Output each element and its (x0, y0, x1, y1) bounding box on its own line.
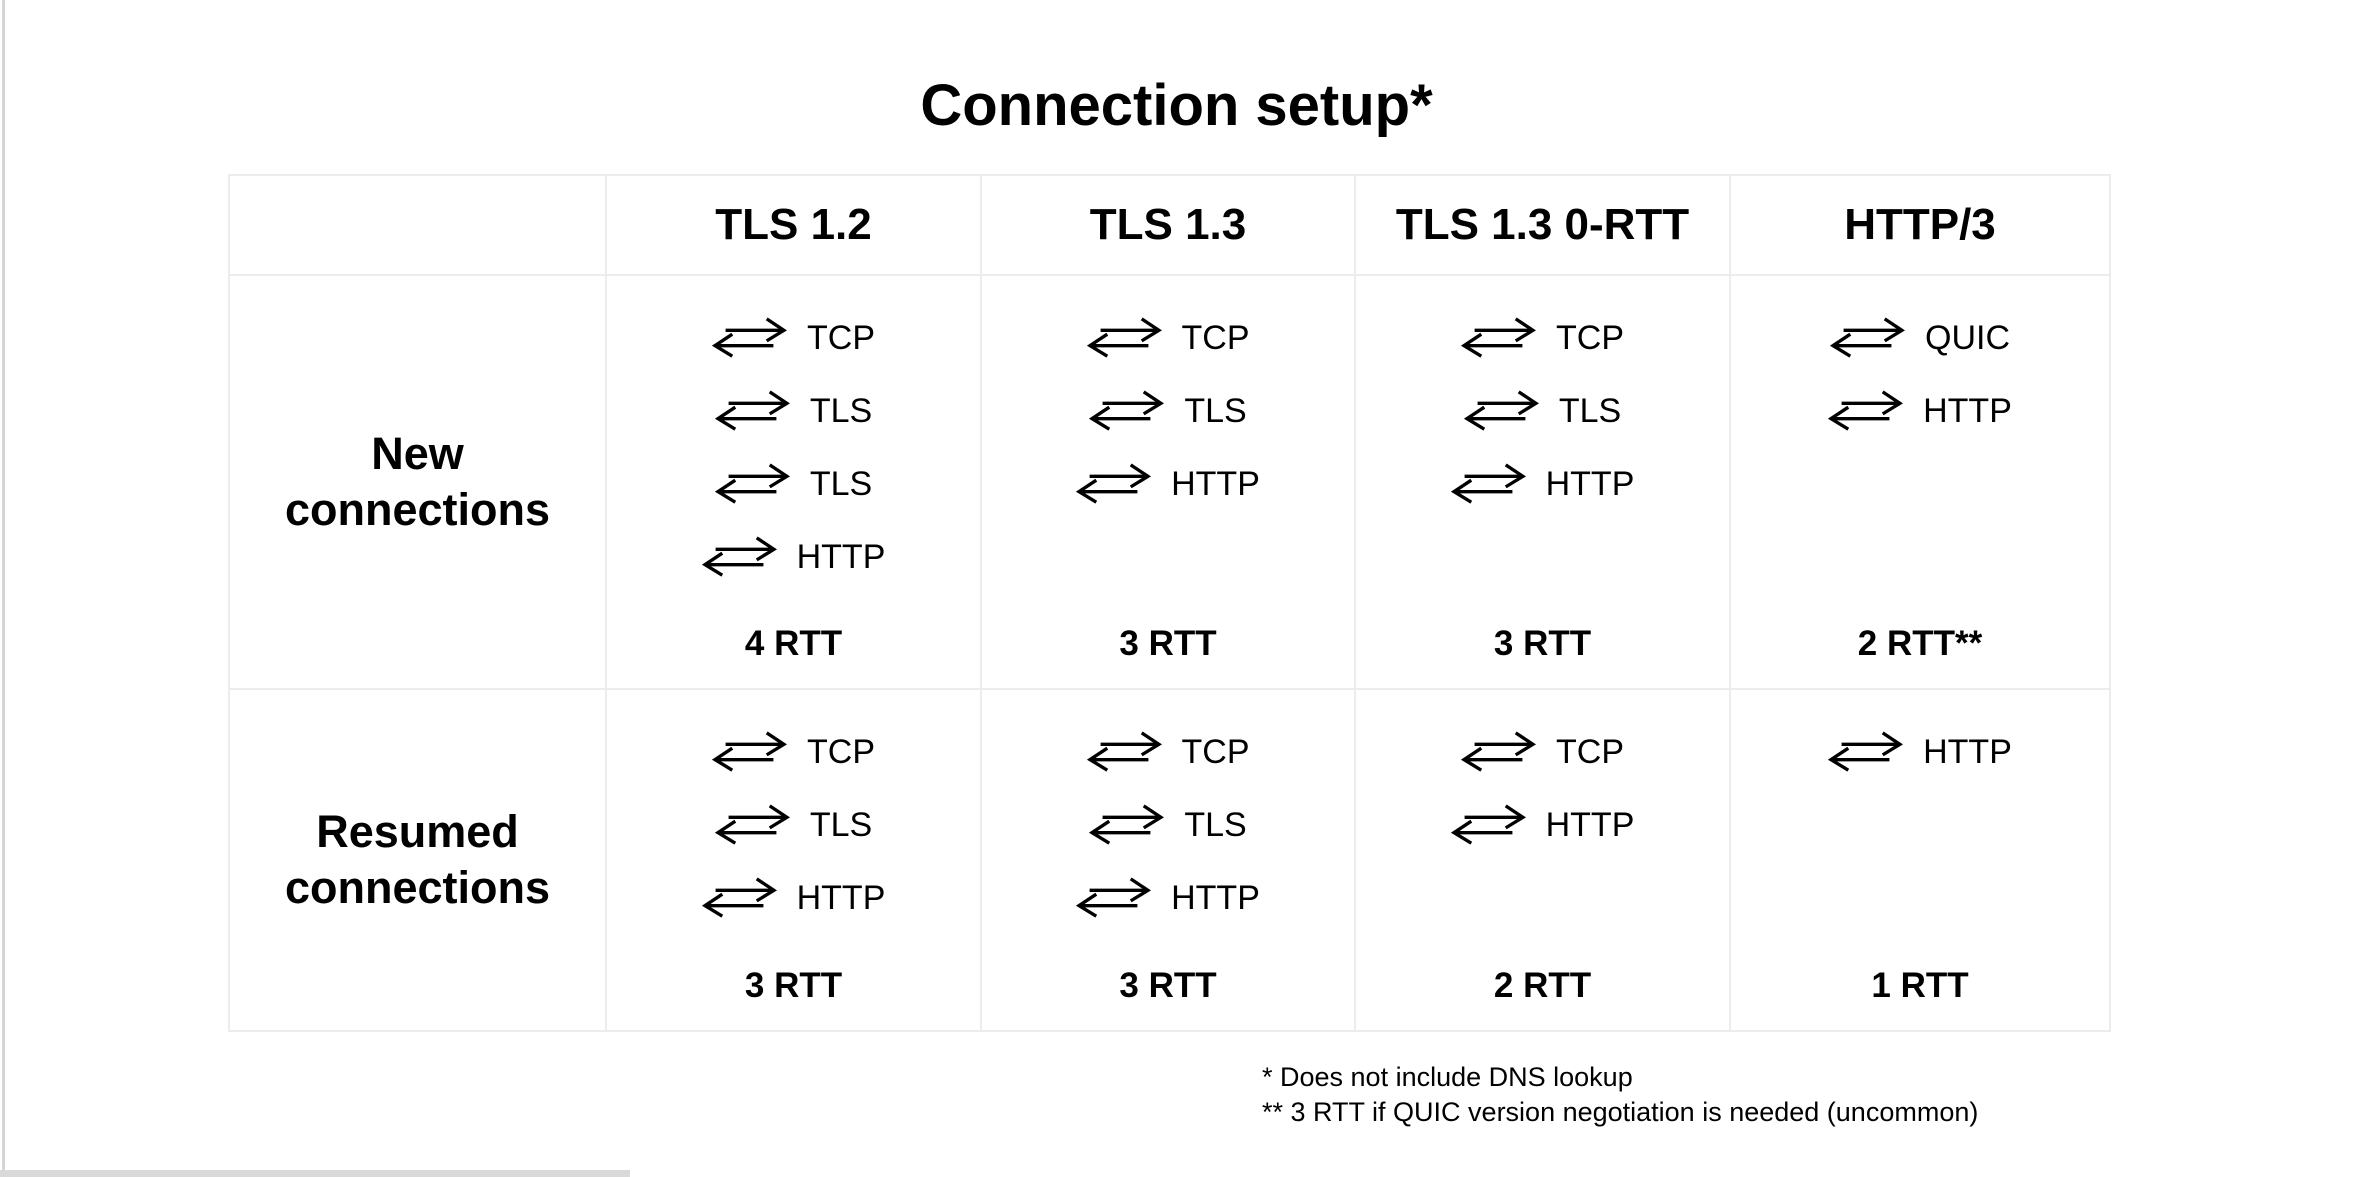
column-header-http3: HTTP/3 (1731, 176, 2109, 276)
exchange-arrows-icon (1087, 730, 1162, 774)
handshake-step: TLS (715, 460, 872, 507)
cell-resumed-tls12: TCP TLS HTTP 3 RTT (607, 690, 982, 1030)
protocol-label: HTTP (1171, 878, 1260, 917)
handshake-step: TCP (1087, 314, 1250, 361)
protocol-label: HTTP (1171, 464, 1260, 503)
exchange-arrows-icon (1451, 803, 1526, 847)
exchange-arrows-icon (712, 316, 787, 360)
exchange-arrows-icon (715, 389, 790, 433)
protocol-label: TCP (807, 732, 875, 771)
exchange-arrows-icon (702, 535, 777, 579)
exchange-arrows-icon (715, 462, 790, 506)
handshake-step: HTTP (702, 874, 886, 921)
exchange-arrows-icon (1464, 389, 1539, 433)
handshake-step: TLS (715, 387, 872, 434)
handshake-step: TLS (1464, 387, 1621, 434)
protocol-label: HTTP (1923, 732, 2012, 771)
window-bottom-edge (0, 1170, 630, 1177)
exchange-arrows-icon (715, 803, 790, 847)
protocol-label: QUIC (1925, 318, 2010, 357)
slide-title: Connection setup* (920, 72, 1433, 138)
footnotes: * Does not include DNS lookup ** 3 RTT i… (1262, 1060, 1978, 1130)
handshake-step: HTTP (1076, 874, 1260, 921)
handshake-step: HTTP (1451, 801, 1635, 848)
protocol-label: HTTP (796, 537, 886, 576)
protocol-label: TLS (1558, 391, 1622, 430)
exchange-arrows-icon (1461, 730, 1536, 774)
row-header-label: Resumed connections (284, 806, 551, 913)
handshake-step: TLS (715, 801, 872, 848)
protocol-label: HTTP (1545, 464, 1635, 503)
handshake-step: TCP (1087, 728, 1250, 775)
exchange-arrows-icon (1461, 316, 1536, 360)
handshake-step: TCP (1461, 728, 1624, 775)
cell-resumed-tls13: TCP TLS HTTP 3 RTT (982, 690, 1356, 1030)
handshake-step: TCP (712, 728, 875, 775)
cell-resumed-tls13-0rtt: TCP HTTP 2 RTT (1356, 690, 1731, 1030)
protocol-label: TCP (1181, 732, 1250, 771)
exchange-arrows-icon (1087, 316, 1162, 360)
exchange-arrows-icon (1451, 462, 1526, 506)
handshake-step: TCP (712, 314, 875, 361)
exchange-arrows-icon (702, 876, 777, 920)
protocol-label: TLS (809, 391, 873, 430)
protocol-label: TLS (809, 464, 873, 503)
cell-new-tls13: TCP TLS HTTP 3 RTT (982, 276, 1356, 690)
row-header-label: New connections (284, 428, 551, 535)
exchange-arrows-icon (1828, 389, 1903, 433)
handshake-step: HTTP (1451, 460, 1635, 507)
exchange-arrows-icon (1828, 730, 1903, 774)
handshake-step: HTTP (702, 533, 886, 580)
rtt-total: 2 RTT (1493, 966, 1592, 1005)
exchange-arrows-icon (712, 730, 787, 774)
row-header-new-connections: New connections (230, 276, 607, 690)
protocol-label: TCP (1556, 732, 1624, 771)
exchange-arrows-icon (1830, 316, 1905, 360)
protocol-label: HTTP (1923, 391, 2012, 430)
handshake-step: HTTP (1828, 387, 2012, 434)
cell-new-tls12: TCP TLS TLS HTTP 4 RTT (607, 276, 982, 690)
rtt-total: 3 RTT (1119, 624, 1217, 663)
handshake-step: QUIC (1830, 314, 2010, 361)
row-header-resumed-connections: Resumed connections (230, 690, 607, 1030)
connection-setup-table: TLS 1.2 TLS 1.3 TLS 1.3 0-RTT HTTP/3 New… (228, 174, 2111, 1032)
protocol-label: HTTP (796, 878, 886, 917)
protocol-label: TCP (1556, 318, 1624, 357)
column-header-tls13-0rtt: TLS 1.3 0-RTT (1356, 176, 1731, 276)
rtt-total: 2 RTT** (1857, 624, 1983, 663)
footnote-quic-negotiation: ** 3 RTT if QUIC version negotiation is … (1262, 1097, 1979, 1127)
exchange-arrows-icon (1076, 462, 1151, 506)
protocol-label: TCP (807, 318, 875, 357)
table-corner-cell (230, 176, 607, 276)
protocol-label: HTTP (1545, 805, 1635, 844)
rtt-total: 3 RTT (1493, 624, 1592, 663)
rtt-total: 1 RTT (1871, 966, 1969, 1005)
exchange-arrows-icon (1089, 803, 1164, 847)
handshake-step: TLS (1089, 801, 1247, 848)
window-left-edge (2, 0, 5, 1177)
cell-new-http3: QUIC HTTP 2 RTT** (1731, 276, 2109, 690)
rtt-total: 3 RTT (1119, 966, 1217, 1005)
column-header-tls12: TLS 1.2 (607, 176, 982, 276)
protocol-label: TLS (1184, 805, 1247, 844)
handshake-step: HTTP (1828, 728, 2012, 775)
handshake-step: TLS (1089, 387, 1247, 434)
protocol-label: TLS (1184, 391, 1247, 430)
cell-new-tls13-0rtt: TCP TLS HTTP 3 RTT (1356, 276, 1731, 690)
column-header-tls13: TLS 1.3 (982, 176, 1356, 276)
handshake-step: HTTP (1076, 460, 1260, 507)
protocol-label: TLS (809, 805, 873, 844)
handshake-step: TCP (1461, 314, 1624, 361)
cell-resumed-http3: HTTP 1 RTT (1731, 690, 2109, 1030)
exchange-arrows-icon (1089, 389, 1164, 433)
rtt-total: 4 RTT (744, 624, 843, 663)
exchange-arrows-icon (1076, 876, 1151, 920)
footnote-dns: * Does not include DNS lookup (1262, 1062, 1633, 1092)
rtt-total: 3 RTT (744, 966, 843, 1005)
protocol-label: TCP (1181, 318, 1250, 357)
